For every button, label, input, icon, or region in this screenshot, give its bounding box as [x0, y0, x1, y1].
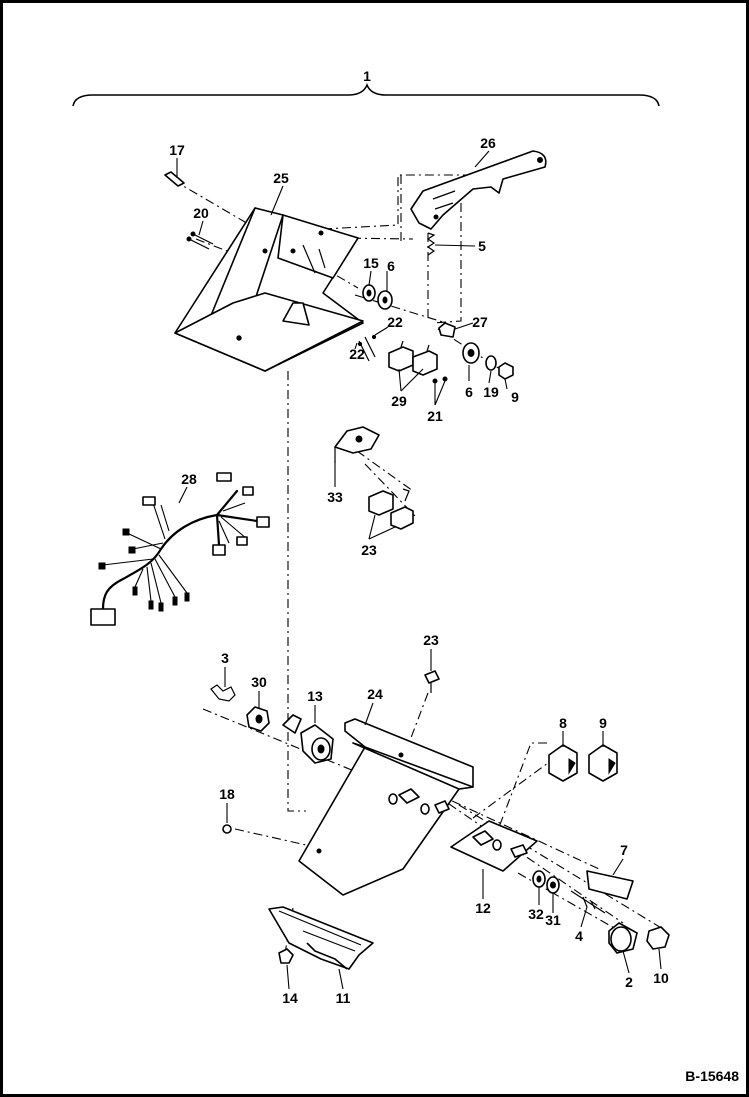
callout-18: 18 [219, 786, 235, 802]
clip-part [210, 684, 236, 702]
plate-part [450, 820, 538, 872]
document-number: B-15648 [685, 1068, 739, 1084]
callout-31: 31 [545, 912, 561, 928]
nut-18 [222, 824, 232, 834]
callout-12: 12 [475, 900, 491, 916]
callout-labels: 1 17 25 26 20 5 15 6 22 27 22 29 21 6 19… [169, 68, 669, 1006]
washer-6b [462, 342, 480, 364]
callout-9b: 9 [599, 715, 607, 731]
wiring-harness-part [90, 472, 270, 626]
switch-bracket-part [334, 426, 380, 463]
callout-13: 13 [307, 688, 323, 704]
callout-22b: 22 [349, 346, 365, 362]
screw-23 [424, 670, 440, 693]
nut-30 [246, 706, 270, 732]
callout-3: 3 [221, 650, 229, 666]
micro-switches-29 [388, 340, 438, 376]
lever-part [410, 150, 547, 230]
callout-15: 15 [363, 255, 379, 271]
washer-19 [485, 355, 497, 371]
callout-6a: 6 [387, 258, 395, 274]
callout-8: 8 [559, 715, 567, 731]
callout-6b: 6 [465, 384, 473, 400]
callout-24: 24 [367, 686, 383, 702]
washer-15 [362, 284, 376, 302]
screws-22 [357, 334, 377, 362]
callout-30: 30 [251, 674, 267, 690]
callout-33: 33 [327, 489, 343, 505]
callout-2: 2 [625, 974, 633, 990]
key-switch-part [282, 714, 334, 764]
callout-7: 7 [620, 842, 628, 858]
callout-27: 27 [472, 314, 488, 330]
callout-23a: 23 [361, 542, 377, 558]
lower-bracket-part [298, 718, 474, 896]
callout-26: 26 [480, 135, 496, 151]
callout-1: 1 [363, 68, 371, 84]
callout-21: 21 [427, 408, 443, 424]
callout-11: 11 [336, 990, 351, 1006]
pin-part [570, 890, 606, 914]
washer-31 [546, 876, 560, 894]
switch-9-part [588, 744, 618, 782]
bolt-17 [164, 171, 185, 187]
callout-4: 4 [575, 928, 583, 944]
callout-23b: 23 [423, 632, 439, 648]
callout-10: 10 [653, 970, 669, 986]
knob-part [608, 922, 638, 954]
switch-8-part [548, 744, 578, 782]
callout-22a: 22 [387, 314, 403, 330]
callout-20: 20 [193, 205, 209, 221]
callout-28: 28 [181, 471, 197, 487]
washer-6a [377, 290, 393, 310]
callout-9a: 9 [511, 389, 519, 405]
micro-switches-23 [368, 488, 414, 530]
callout-17: 17 [169, 142, 185, 158]
spacer-27 [438, 322, 456, 338]
callout-19: 19 [483, 384, 499, 400]
boot-part [268, 906, 374, 970]
callout-5: 5 [478, 238, 486, 254]
callout-25: 25 [273, 170, 289, 186]
exploded-view-diagram: 1 17 25 26 20 5 15 6 22 27 22 29 21 6 19… [72, 68, 739, 1084]
nut-14 [278, 948, 294, 964]
washer-32 [532, 870, 546, 888]
callout-29: 29 [391, 393, 407, 409]
assembly-bracket [72, 82, 660, 107]
cap-part [646, 926, 670, 950]
leader-lines [176, 150, 662, 990]
upper-bracket-part [174, 207, 364, 372]
callout-32: 32 [528, 906, 544, 922]
bolts-20 [186, 231, 214, 250]
spring-part [426, 232, 436, 256]
decal-part [586, 870, 634, 900]
callout-14: 14 [282, 990, 298, 1006]
nut-9 [498, 362, 514, 380]
